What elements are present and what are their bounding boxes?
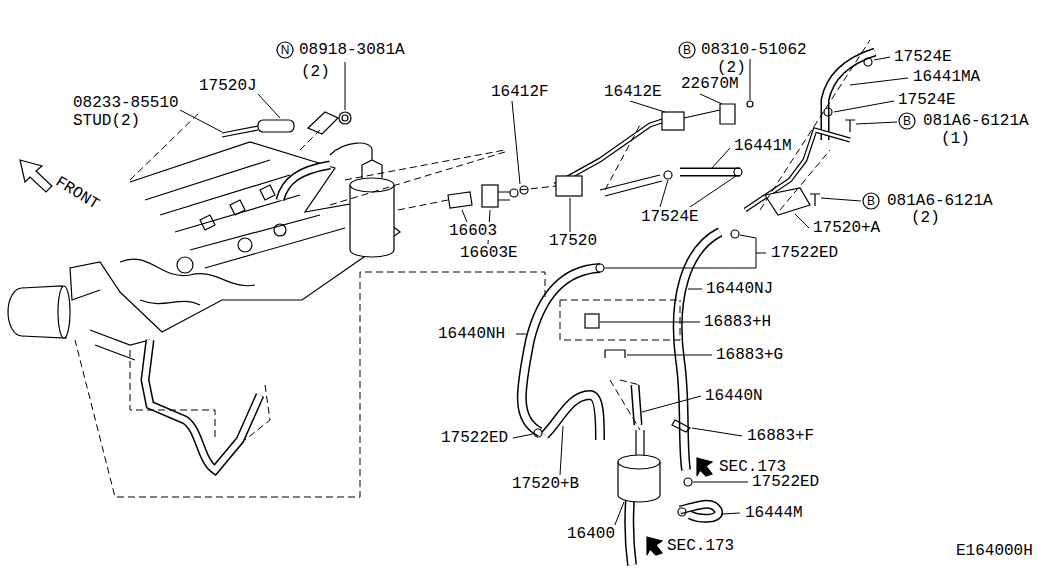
part-number: (2) (300, 63, 331, 81)
circled-letter: B (867, 195, 875, 208)
part-number: 08310-51062 (700, 41, 808, 59)
part-number: (1) (940, 130, 971, 148)
part-number: 17520+A (812, 219, 881, 237)
part-number: 17520+B (511, 475, 580, 493)
part-number: 16603 (448, 222, 498, 240)
part-number: STUD(2) (72, 112, 141, 130)
part-number: 16444M (744, 504, 804, 522)
circled-letter: B (903, 115, 911, 128)
part-number: 16440NH (437, 325, 506, 343)
part-number: (2) (910, 209, 941, 227)
part-number: 16441MA (912, 68, 981, 86)
part-number: 16883+F (746, 427, 815, 445)
part-number: 16603E (459, 244, 519, 262)
part-number: E164000H (955, 542, 1034, 560)
part-number: 17520 (548, 232, 598, 250)
part-number: 17524E (897, 91, 957, 109)
part-number: 17522ED (751, 473, 820, 491)
part-number: 16440N (704, 387, 764, 405)
part-number: 16440NJ (705, 280, 774, 298)
circled-letter: N (281, 44, 290, 57)
part-number: 16441M (733, 137, 793, 155)
part-number: 16412E (603, 83, 663, 101)
part-number: 08918-3081A (298, 41, 406, 59)
part-number: 17524E (640, 208, 700, 226)
part-number: SEC.173 (666, 537, 735, 555)
part-number: 081A6-6121A (886, 192, 994, 210)
part-number: FRONT (51, 172, 103, 214)
part-number: (2) (716, 59, 747, 77)
part-number: 16883+H (703, 313, 772, 331)
part-number: 08233-85510 (72, 94, 180, 112)
part-number: 16400 (566, 525, 616, 543)
part-number: 17522ED (440, 429, 509, 447)
part-number: 16412F (490, 83, 550, 101)
circled-letter: B (683, 44, 691, 57)
part-number: 17524E (893, 48, 953, 66)
part-number: 22670M (680, 75, 740, 93)
part-number: 16883+G (715, 346, 784, 364)
part-number: 17520J (198, 77, 258, 95)
part-number: 17522ED (770, 244, 839, 262)
part-number: 081A6-6121A (922, 112, 1030, 130)
